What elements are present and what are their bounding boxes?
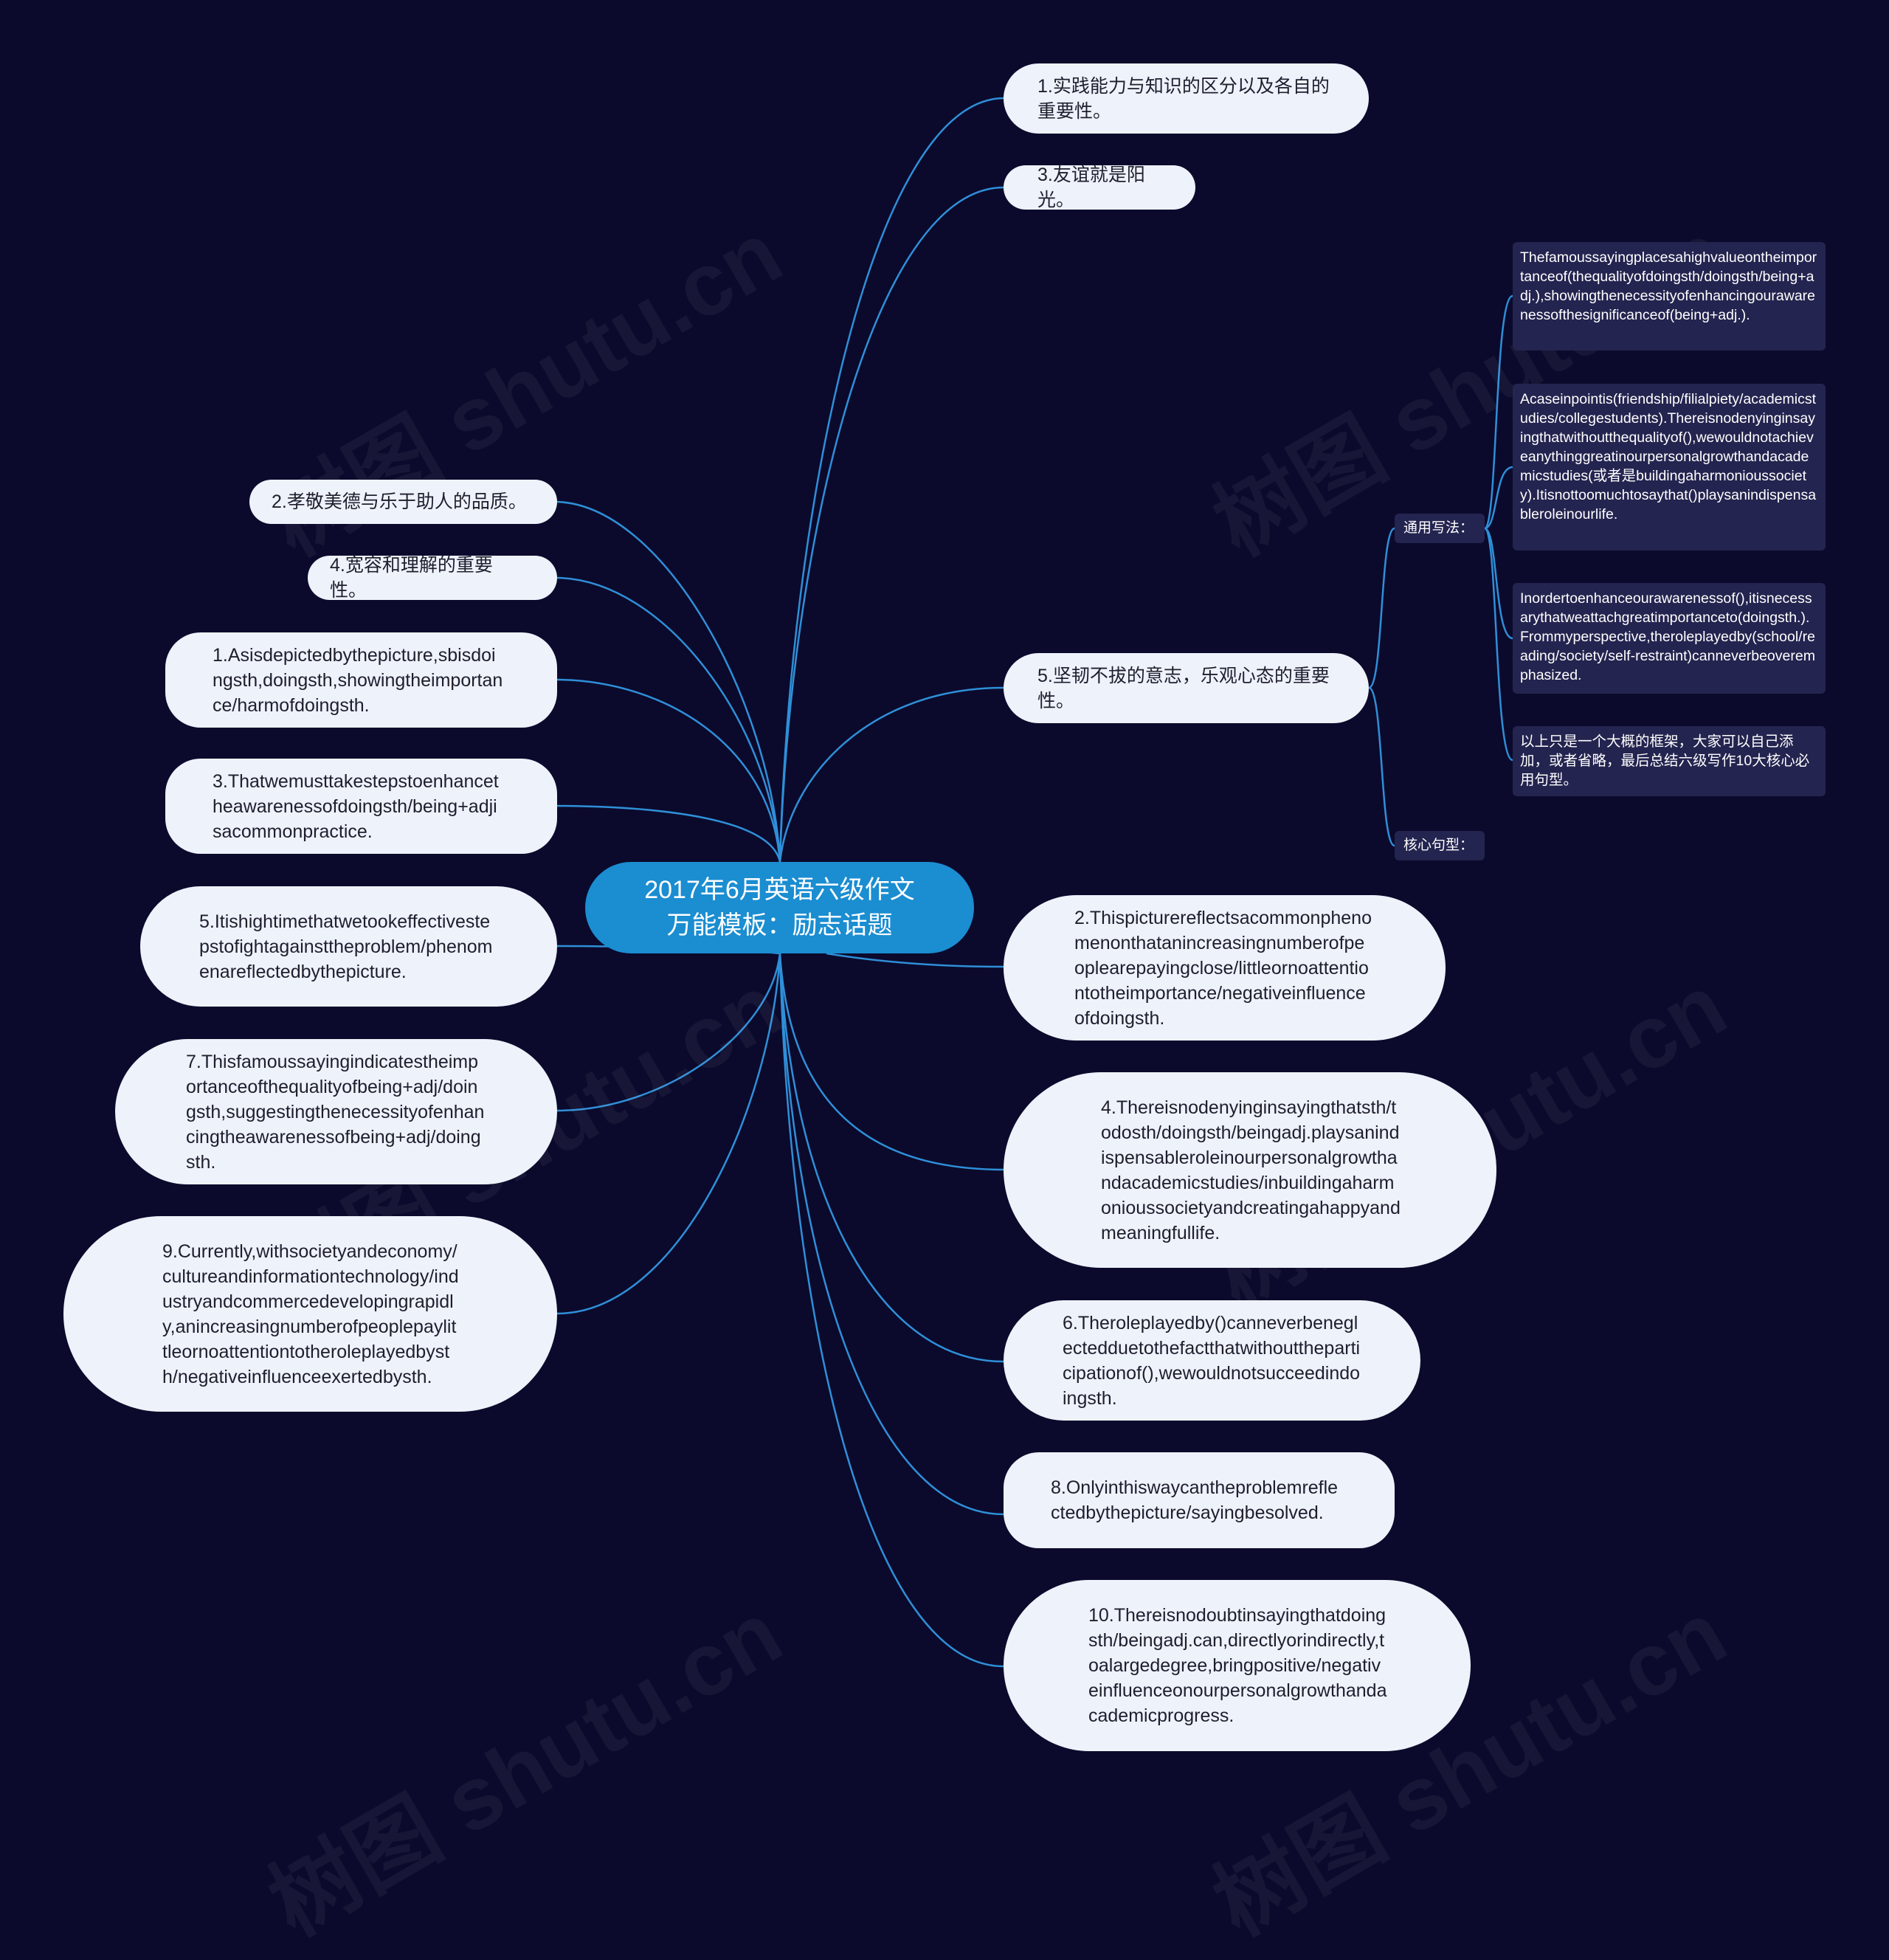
sentence-node[interactable]: 9.Currently,withsocietyandeconomy/cultur… [63, 1216, 557, 1412]
link-to-general-tag [1368, 527, 1395, 689]
link-right-top-3 [778, 186, 1004, 863]
link-leaf-3 [1484, 527, 1513, 640]
template-leaf[interactable]: Thefamoussayingplacesahighvalueontheimpo… [1513, 242, 1826, 351]
template-leaf[interactable]: Acaseinpointis(friendship/filialpiety/ac… [1513, 384, 1826, 551]
link-left-3 [556, 804, 781, 863]
link-right-top-1 [778, 97, 1004, 863]
sentence-node[interactable]: 5.Itishightimethatwetookeffectivestepsto… [140, 886, 557, 1007]
link-left-7 [556, 953, 781, 1112]
link-left-9 [556, 953, 781, 1315]
sentence-node[interactable]: 6.Theroleplayedby()canneverbeneglecteddu… [1004, 1300, 1420, 1421]
root-title-line1: 2017年6月英语六级作文 [644, 876, 915, 904]
link-right-6 [778, 953, 1004, 1363]
link-leaf-2 [1484, 466, 1513, 530]
topic-node[interactable]: 1.实践能力与知识的区分以及各自的重要性。 [1004, 63, 1369, 134]
topic-node[interactable]: 3.友谊就是阳光。 [1004, 165, 1195, 210]
core-sentence-tag[interactable]: 核心句型： [1395, 831, 1485, 860]
topic-node[interactable]: 2.孝敬美德与乐于助人的品质。 [249, 480, 557, 524]
link-right-4 [778, 953, 1004, 1171]
link-leaf-4 [1483, 527, 1513, 762]
link-right-top-5 [778, 686, 1004, 863]
link-left-topic-4 [556, 576, 781, 863]
template-leaf[interactable]: Inordertoenhanceourawarenessof(),itisnec… [1513, 583, 1826, 694]
root-node[interactable]: 2017年6月英语六级作文 万能模板：励志话题 [585, 862, 974, 953]
link-right-2 [826, 952, 1004, 968]
topic-node[interactable]: 4.宽容和理解的重要性。 [308, 555, 557, 601]
link-right-8 [778, 953, 1004, 1516]
sentence-node[interactable]: 2.Thispicturereflectsacommonphenomenonth… [1004, 895, 1446, 1041]
link-left-topic-2 [556, 500, 781, 863]
root-title-line2: 万能模板：励志话题 [666, 911, 893, 939]
sentence-node[interactable]: 10.Thereisnodoubtinsayingthatdoingsth/be… [1004, 1580, 1471, 1751]
link-leaf-1 [1483, 294, 1513, 530]
template-leaf[interactable]: 以上只是一个大概的框架，大家可以自己添加，或者省略，最后总结六级写作10大核心必… [1513, 726, 1826, 796]
link-left-1 [556, 678, 781, 863]
sentence-node[interactable]: 8.Onlyinthiswaycantheproblemreflectedbyt… [1004, 1452, 1395, 1548]
sentence-node[interactable]: 3.Thatwemusttakestepstoenhancetheawarene… [165, 759, 557, 854]
connector-lines [556, 97, 1513, 1668]
sentence-node[interactable]: 4.Thereisnodenyinginsayingthatsth/todost… [1004, 1072, 1496, 1268]
sentence-node[interactable]: 7.Thisfamoussayingindicatestheimportance… [115, 1039, 557, 1184]
link-to-core-tag [1368, 686, 1395, 847]
sentence-node[interactable]: 1.Asisdepictedbythepicture,sbisdoingsth,… [165, 632, 557, 728]
general-writing-tag[interactable]: 通用写法： [1395, 514, 1485, 543]
topic-node[interactable]: 5.坚韧不拔的意志，乐观心态的重要性。 [1004, 653, 1369, 723]
link-right-10 [778, 953, 1004, 1668]
